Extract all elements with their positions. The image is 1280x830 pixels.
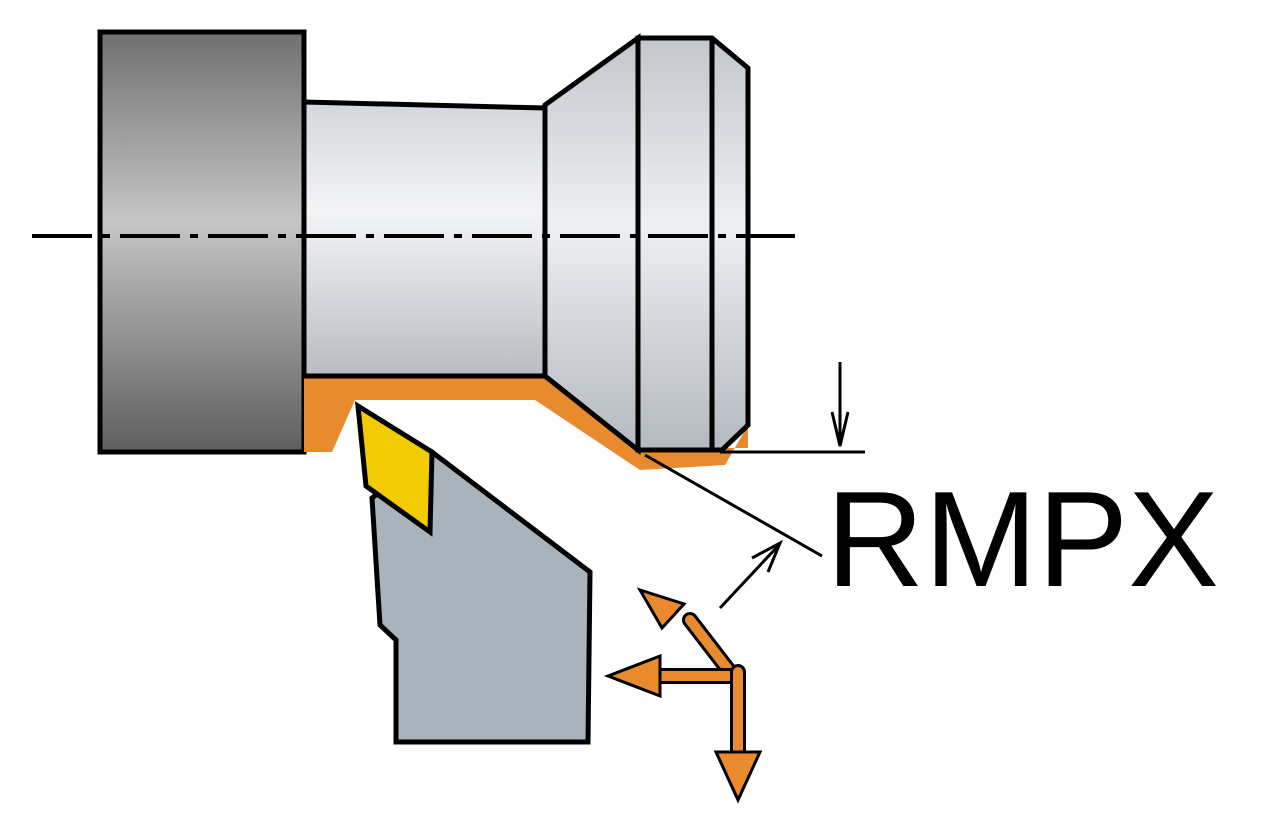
multi-direction-arrow-icon [603,587,763,804]
diagonal-arrow-icon [718,539,783,610]
down-arrow-icon [830,362,850,447]
leader-line [644,453,823,558]
rmpx-label: RMPX [826,463,1219,615]
cutting-insert [355,401,435,537]
workpiece-cylinder [301,99,548,379]
chuck-block [97,29,307,455]
workpiece-cone [542,33,641,456]
workpiece-flange [635,35,751,453]
